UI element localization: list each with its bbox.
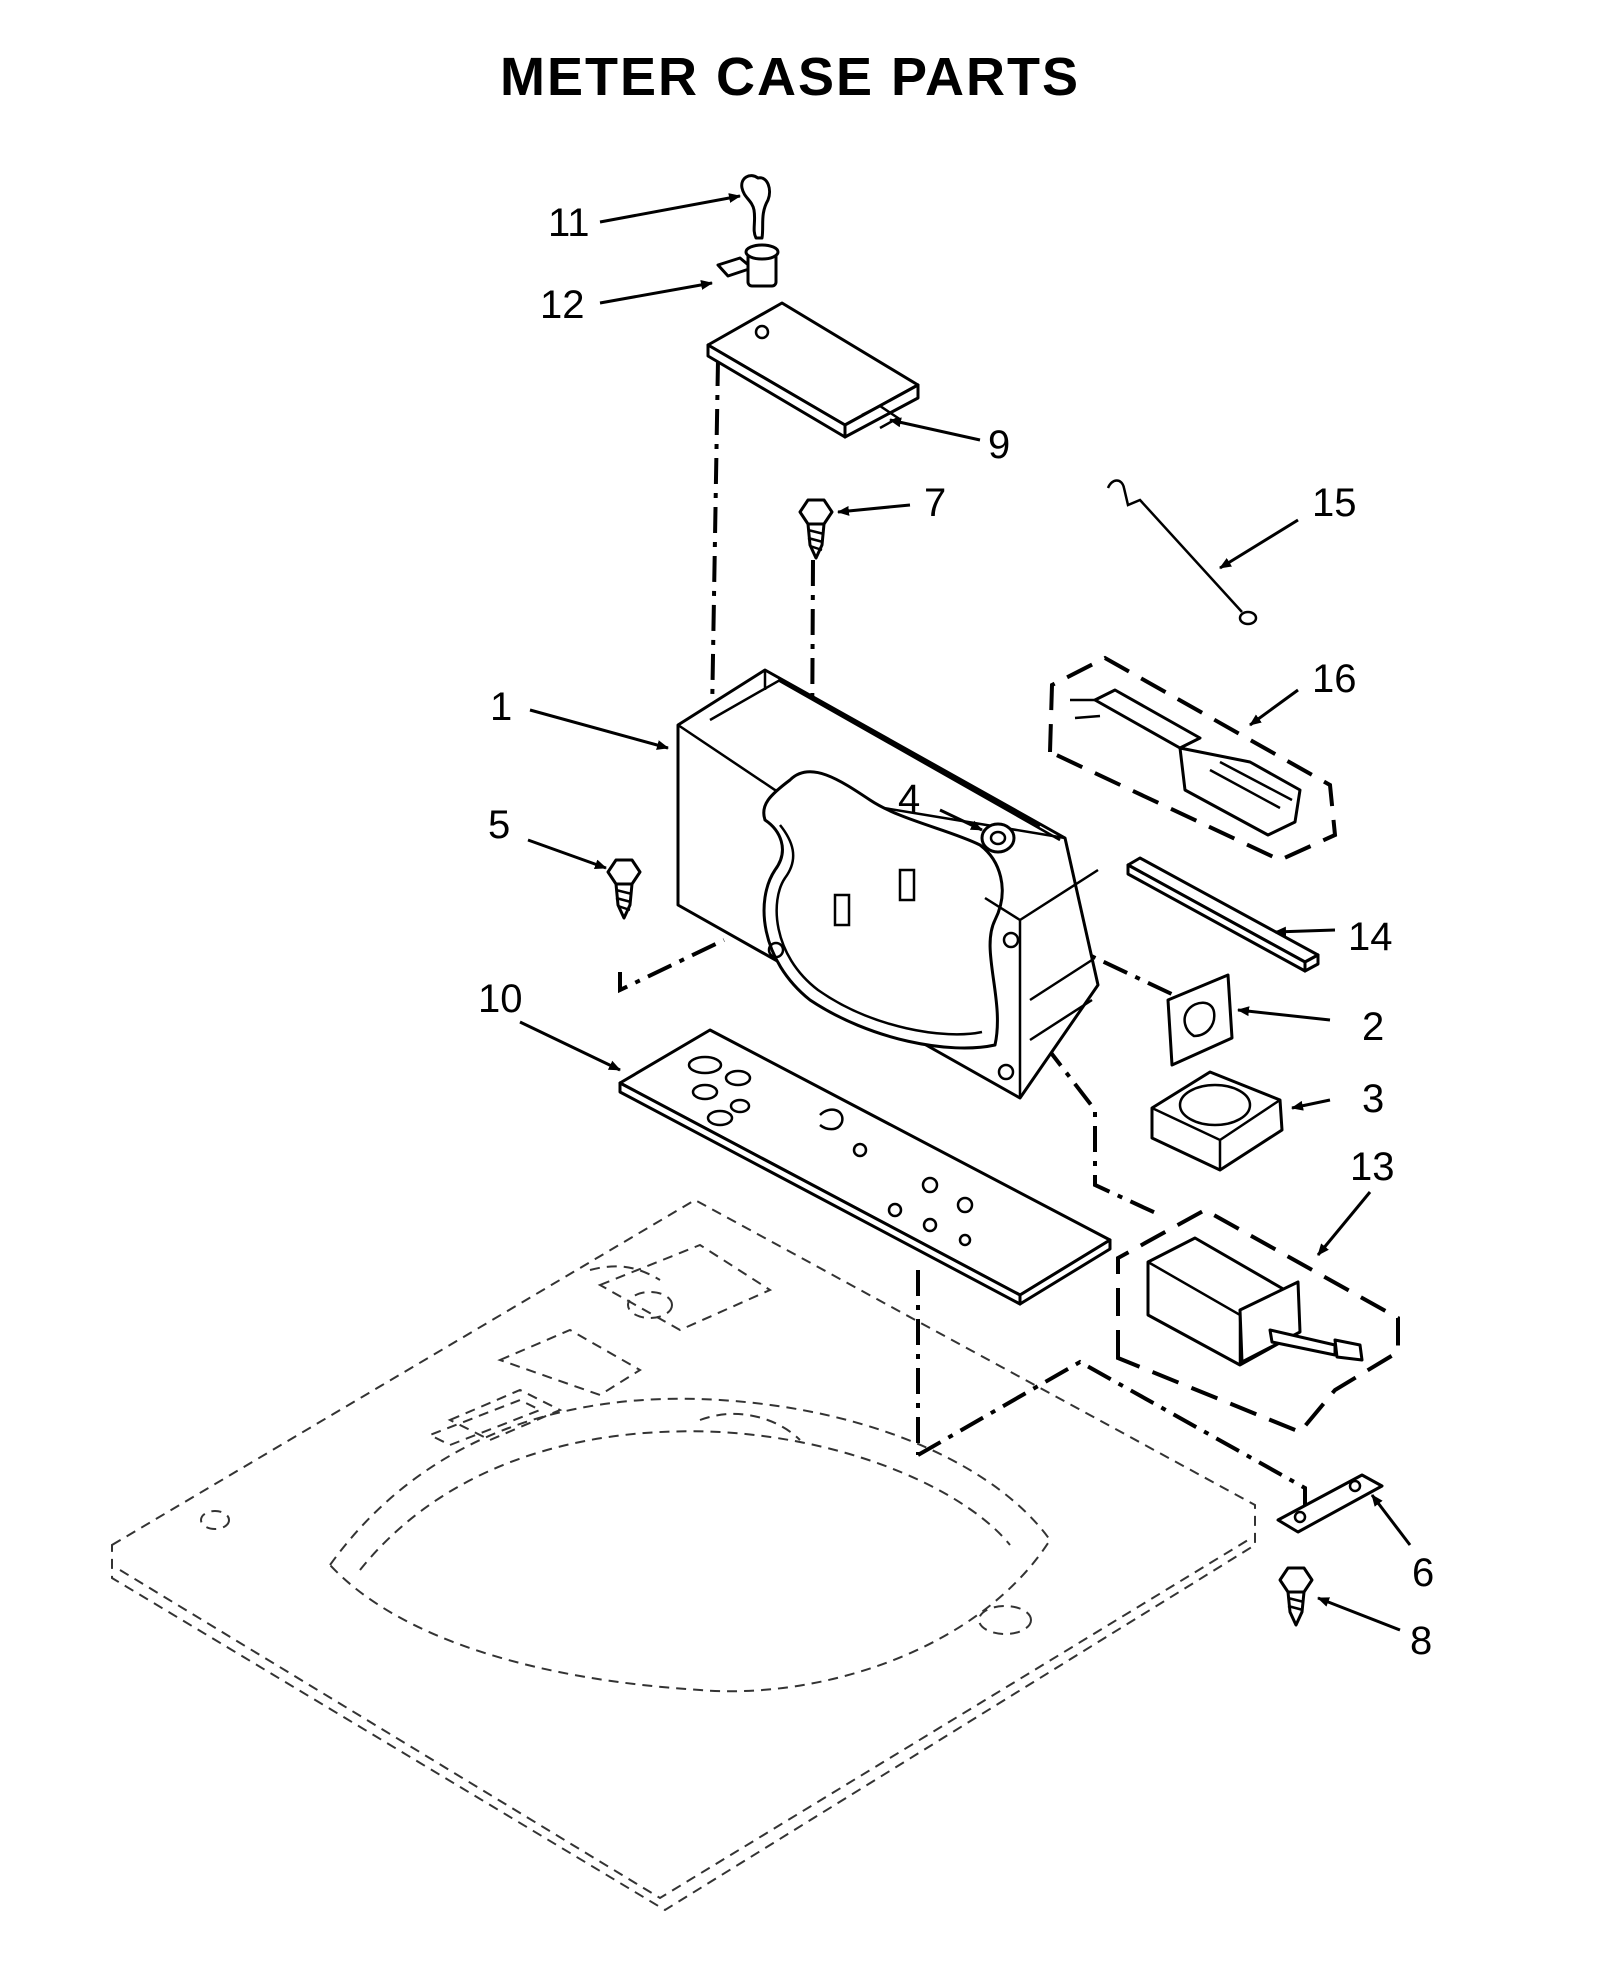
part-4-grommet [980,822,1016,854]
part-3-coin-cup [1150,1070,1284,1172]
part-1-meter-case [676,668,1100,1100]
part-9-cover [706,301,920,439]
callout-11: 11 [548,201,590,245]
callout-12: 12 [540,283,585,327]
callout-13: 13 [1350,1145,1395,1189]
washer-base-ghost [111,1198,1256,1912]
part-13-solenoid [1116,1207,1400,1435]
callout-16: 16 [1312,657,1357,701]
part-5-screw [606,858,642,920]
part-2-gasket [1166,973,1234,1067]
callout-10: 10 [478,977,523,1021]
callout-15: 15 [1312,481,1357,525]
part-10-plate [618,1028,1112,1306]
part-14-bar [1126,856,1320,973]
callout-2: 2 [1362,1005,1384,1049]
part-12-lock [716,243,780,288]
callout-labels: 11 12 9 7 15 16 1 4 5 14 2 3 13 10 6 8 [478,201,1434,1663]
callout-14: 14 [1348,915,1393,959]
callout-9: 9 [988,423,1010,467]
part-11-hook [740,174,772,240]
callout-4: 4 [898,777,920,821]
diagram-title: METER CASE PARTS [499,47,1081,107]
part-6-bracket [1276,1473,1384,1534]
callout-6: 6 [1412,1551,1434,1595]
callout-3: 3 [1362,1077,1384,1121]
part-16-coin-mechanism [1047,655,1338,863]
part-15-wire [1106,479,1258,626]
callout-1: 1 [490,685,512,729]
callout-7: 7 [924,481,946,525]
callout-5: 5 [488,803,510,847]
callout-8: 8 [1410,1619,1432,1663]
leader-lines [519,193,1412,1632]
part-8-screw [1278,1566,1314,1627]
part-7-screw [798,498,834,560]
